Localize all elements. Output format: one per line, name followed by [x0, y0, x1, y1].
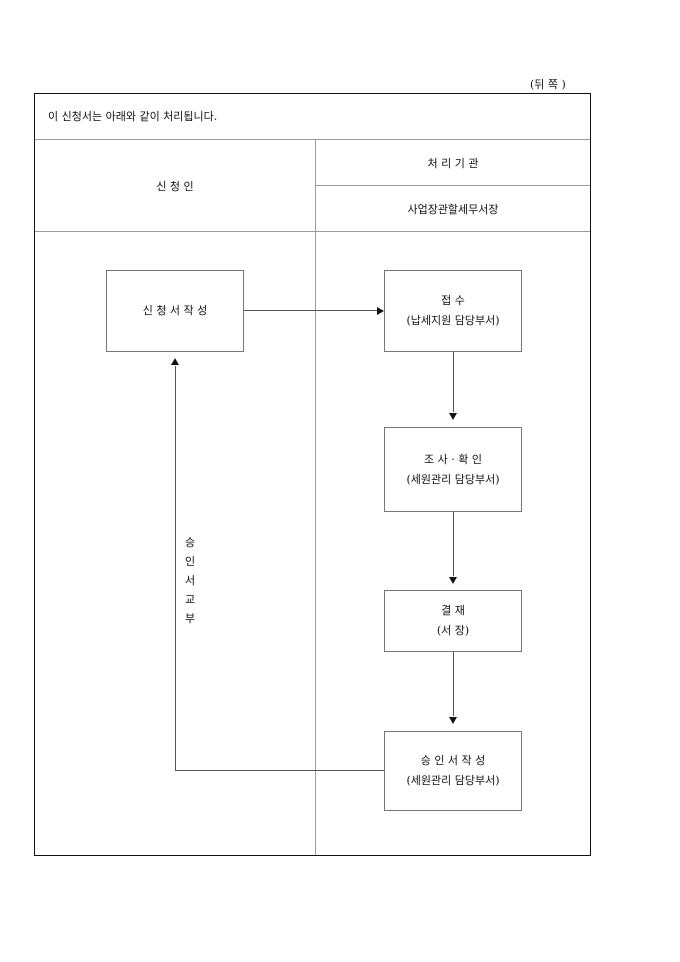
connector-return-vertical [175, 366, 176, 770]
return-label-char: 서 [184, 574, 196, 587]
issue-dept: (세원관리 담당부서) [406, 774, 500, 787]
notice-text: 이 신청서는 아래와 같이 처리됩니다. [48, 110, 218, 123]
return-label-char: 승 [184, 536, 196, 549]
process-table-frame [34, 93, 591, 856]
agency-subheader: 사업장관할세무서장 [407, 203, 499, 216]
connector-receive-to-review [453, 352, 454, 412]
receive-box: 접 수 (납세지원 담당부서) [384, 270, 522, 352]
issue-box: 승 인 서 작 성 (세원관리 담당부서) [384, 731, 522, 811]
review-box: 조 사 · 확 인 (세원관리 담당부서) [384, 427, 522, 512]
return-label-char: 교 [184, 593, 196, 606]
return-path-label: 승 인 서 교 부 [183, 533, 197, 628]
issue-title: 승 인 서 작 성 [420, 754, 486, 767]
page-side-label: (뒤 쪽 ) [530, 78, 566, 91]
receive-dept: (납세지원 담당부서) [406, 314, 500, 327]
approve-box: 결 재 (서 장) [384, 590, 522, 652]
approve-title: 결 재 [441, 604, 465, 617]
connector-apply-to-receive [244, 310, 377, 311]
header-divider-top [35, 139, 590, 140]
arrow-right-icon [377, 307, 384, 315]
apply-form-box: 신 청 서 작 성 [106, 270, 244, 352]
return-label-char: 인 [184, 555, 196, 568]
arrow-up-icon [171, 358, 179, 365]
arrow-down-icon [449, 413, 457, 420]
agency-header-divider [316, 185, 590, 186]
applicant-column-header: 신 청 인 [156, 180, 194, 193]
arrow-down-icon [449, 577, 457, 584]
column-divider [315, 139, 316, 855]
receive-title: 접 수 [441, 294, 465, 307]
approve-dept: (서 장) [436, 624, 470, 637]
header-divider-bottom [35, 231, 590, 232]
return-label-char: 부 [184, 612, 196, 625]
connector-return-horizontal [175, 770, 384, 771]
apply-form-title: 신 청 서 작 성 [142, 304, 208, 317]
agency-column-header: 처 리 기 관 [427, 157, 479, 170]
review-title: 조 사 · 확 인 [424, 452, 482, 466]
connector-approve-to-issue [453, 652, 454, 716]
connector-review-to-approve [453, 512, 454, 576]
arrow-down-icon [449, 717, 457, 724]
review-dept: (세원관리 담당부서) [406, 472, 500, 486]
